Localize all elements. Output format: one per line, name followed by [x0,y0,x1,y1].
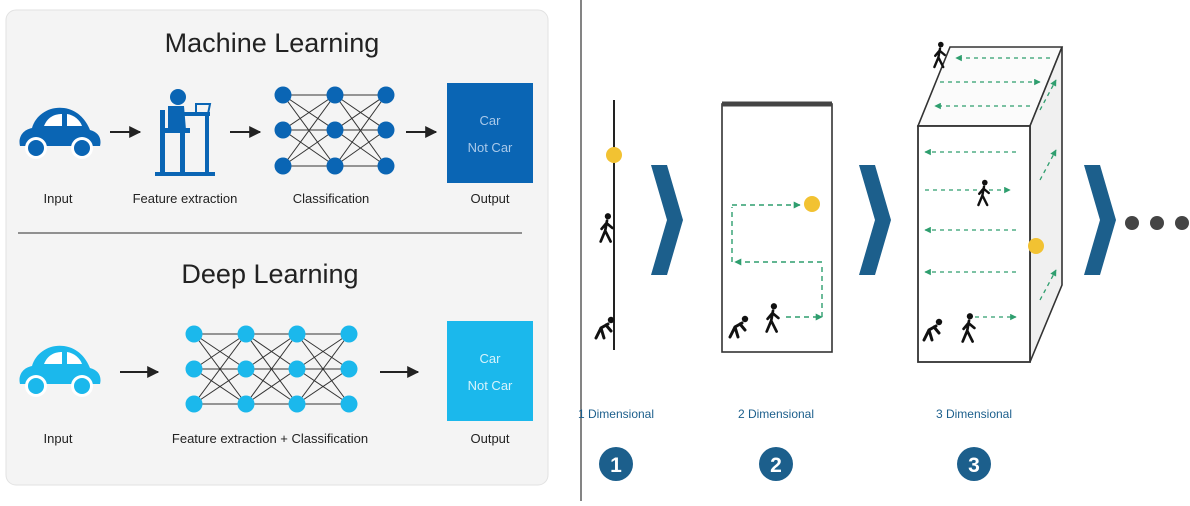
ml-label-input: Input [44,191,73,206]
network-node [274,86,292,104]
network-edge [245,368,298,405]
chevron-right-icon [651,165,683,275]
network-edge [296,368,350,405]
number-badge-3: 3 [957,447,991,481]
dl-label-feature-classification: Feature extraction + Classification [172,431,368,446]
network-edge [282,94,336,131]
coin-icon [804,196,820,212]
ml-title: Machine Learning [165,28,380,58]
ml-output-car: Car [480,113,502,128]
dl-label-input: Input [44,431,73,446]
network-node [340,360,358,378]
dl-output-box [447,321,533,421]
network-edge [193,368,247,405]
network-node [377,86,395,104]
network-edge [334,129,387,167]
network-node [288,395,306,413]
network-node [185,325,203,343]
dl-output-not-car: Not Car [468,378,513,393]
ml-label-output: Output [470,191,509,206]
network-node [274,157,292,175]
ml-output-not-car: Not Car [468,140,513,155]
network-node [340,395,358,413]
coin-icon [1028,238,1044,254]
network-edge [282,129,336,167]
ml-neural-network-icon [274,86,395,175]
network-edge [334,94,387,131]
network-node [274,121,292,139]
chevron-right-icon [859,165,891,275]
dl-output-car: Car [480,351,502,366]
network-node [288,360,306,378]
network-edge [193,333,247,405]
one-dimensional-illustration [594,100,622,350]
dim-label-2: 2 Dimensional [738,407,814,421]
network-node [288,325,306,343]
ml-label-classification: Classification [293,191,370,206]
number-badge-2-text: 2 [770,454,782,477]
network-node [377,157,395,175]
network-node [340,325,358,343]
two-dimensional-illustration [721,101,833,353]
network-edge [334,94,387,167]
number-badge-1-text: 1 [610,454,622,477]
network-edge [296,333,350,370]
dl-label-output: Output [470,431,509,446]
network-edge [245,333,298,370]
number-badge-2: 2 [759,447,793,481]
ml-label-feature: Feature extraction [133,191,238,206]
network-edge [245,333,298,405]
number-badge-1: 1 [599,447,633,481]
network-node [237,395,255,413]
number-badge-3-text: 3 [968,454,980,477]
dim-label-3: 3 Dimensional [936,407,1012,421]
network-node [185,360,203,378]
network-edge [193,333,247,370]
network-node [326,86,344,104]
person-crouching-icon [594,316,616,340]
worker-at-desk-icon [155,89,215,176]
person-walking-icon [599,212,614,243]
three-dimensional-illustration [916,40,1064,363]
coin-icon [606,147,622,163]
network-edge [282,94,336,167]
network-node [237,360,255,378]
dim-label-1: 1 Dimensional [578,407,654,421]
ml-output-box [447,83,533,183]
network-edge [296,333,350,405]
network-node [326,121,344,139]
network-node [326,157,344,175]
dl-title: Deep Learning [181,259,358,289]
dl-neural-network-icon [185,325,358,413]
network-node [377,121,395,139]
ellipsis-icon [1125,216,1189,230]
network-node [185,395,203,413]
network-node [237,325,255,343]
chevron-right-icon [1084,165,1116,275]
